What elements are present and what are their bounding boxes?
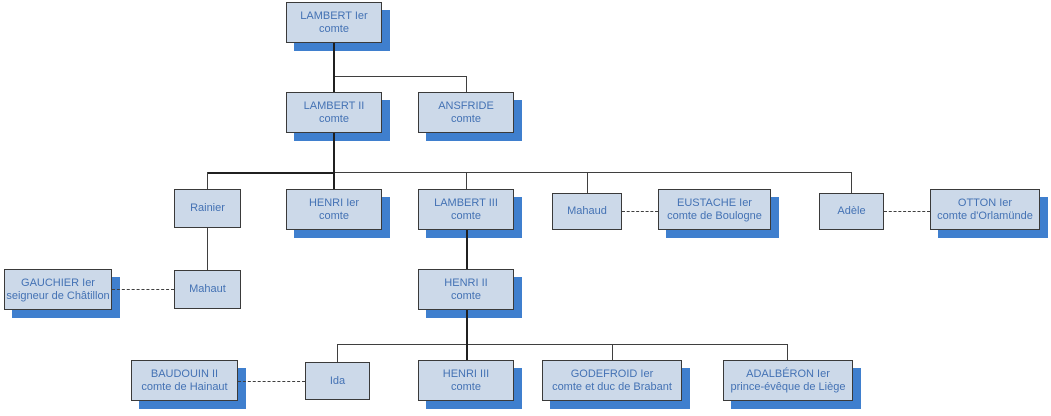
connector-lambert3-to-henri2 <box>466 230 468 269</box>
node-mahaut[interactable]: Mahaut <box>174 270 241 309</box>
node-name: Rainier <box>190 202 225 214</box>
connector-to-henri1 <box>333 172 335 189</box>
node-title: seigneur de Châtillon <box>6 289 110 302</box>
node-name: Mahaut <box>189 283 226 295</box>
node-lambert1[interactable]: LAMBERT Ier comte <box>286 2 382 43</box>
connector-to-ansfride <box>466 76 467 92</box>
node-lambert3[interactable]: LAMBERT III comte <box>418 189 514 230</box>
node-eustache1[interactable]: EUSTACHE Ier comte de Boulogne <box>658 189 771 230</box>
marriage-link-baudouin-ida <box>238 381 305 382</box>
connector-lambert1-down <box>333 43 335 76</box>
node-title: comte et duc de Brabant <box>552 380 672 393</box>
node-henri3[interactable]: HENRI III comte <box>418 360 514 401</box>
connector-to-mahaud <box>587 172 588 193</box>
node-name: BAUDOUIN II <box>150 367 219 380</box>
connector-gen3-bus-right <box>334 172 852 173</box>
node-title: prince-évêque de Liège <box>730 380 846 393</box>
node-adele[interactable]: Adèle <box>819 193 884 230</box>
node-gauchier1[interactable]: GAUCHIER Ier seigneur de Châtillon <box>4 269 112 310</box>
node-title: comte <box>451 380 481 393</box>
node-name: Mahaud <box>567 205 607 217</box>
node-henri2[interactable]: HENRI II comte <box>418 269 514 310</box>
node-otton1[interactable]: OTTON Ier comte d'Orlamünde <box>930 189 1040 230</box>
node-name: HENRI III <box>442 367 490 380</box>
connector-gen3-bus-left <box>207 172 335 174</box>
marriage-link-gauchier-mahaut <box>112 289 174 290</box>
node-name: GODEFROID Ier <box>570 367 654 380</box>
node-name: ANSFRIDE <box>438 99 494 112</box>
node-rainier[interactable]: Rainier <box>174 189 241 228</box>
node-name: Adèle <box>837 205 866 217</box>
connector-to-godefroid1 <box>612 344 613 360</box>
node-title: comte <box>451 112 481 125</box>
connector-to-adele <box>851 172 852 193</box>
node-name: EUSTACHE Ier <box>677 196 752 209</box>
node-name: GAUCHIER Ier <box>21 276 95 289</box>
connector-to-adalberon1 <box>787 344 788 360</box>
node-ansfride[interactable]: ANSFRIDE comte <box>418 92 514 133</box>
connector-to-lambert3 <box>466 172 467 189</box>
node-title: comte d'Orlamünde <box>937 209 1033 222</box>
connector-gen5-bus <box>337 344 788 345</box>
node-title: comte <box>319 22 349 35</box>
node-mahaud[interactable]: Mahaud <box>552 193 622 230</box>
connector-lambert2-down <box>333 133 335 172</box>
connector-gen2-bus <box>334 76 467 77</box>
node-title: comte <box>451 289 481 302</box>
node-godefroid1[interactable]: GODEFROID Ier comte et duc de Brabant <box>542 360 682 401</box>
connector-to-henri3 <box>466 344 468 360</box>
connector-to-ida <box>337 344 338 362</box>
node-title: comte <box>451 209 481 222</box>
connector-to-lambert2 <box>333 76 335 92</box>
node-adalberon1[interactable]: ADALBÉRON Ier prince-évêque de Liège <box>723 360 853 401</box>
node-name: LAMBERT Ier <box>300 9 368 22</box>
node-name: Ida <box>329 374 346 387</box>
node-title: comte <box>319 112 349 125</box>
connector-rainier-to-mahaut <box>207 228 208 270</box>
node-lambert2[interactable]: LAMBERT II comte <box>286 92 382 133</box>
connector-to-rainier <box>207 172 208 189</box>
node-title: comte de Boulogne <box>667 209 762 222</box>
marriage-link-adele-otton <box>884 211 930 212</box>
node-name: HENRI Ier <box>308 196 360 209</box>
node-name: ADALBÉRON Ier <box>746 367 830 380</box>
node-name: HENRI II <box>444 276 488 289</box>
node-baudouin2[interactable]: BAUDOUIN II comte de Hainaut <box>131 360 238 401</box>
node-title: comte de Hainaut <box>141 380 228 393</box>
connector-henri2-down <box>466 310 468 344</box>
node-name: LAMBERT III <box>434 196 498 209</box>
node-name: OTTON Ier <box>957 196 1013 209</box>
node-henri1[interactable]: HENRI Ier comte <box>286 189 382 230</box>
node-title: comte <box>319 209 349 222</box>
node-name: LAMBERT II <box>303 99 365 112</box>
marriage-link-mahaud-eustache <box>622 211 658 212</box>
node-ida[interactable]: Ida <box>305 362 370 400</box>
